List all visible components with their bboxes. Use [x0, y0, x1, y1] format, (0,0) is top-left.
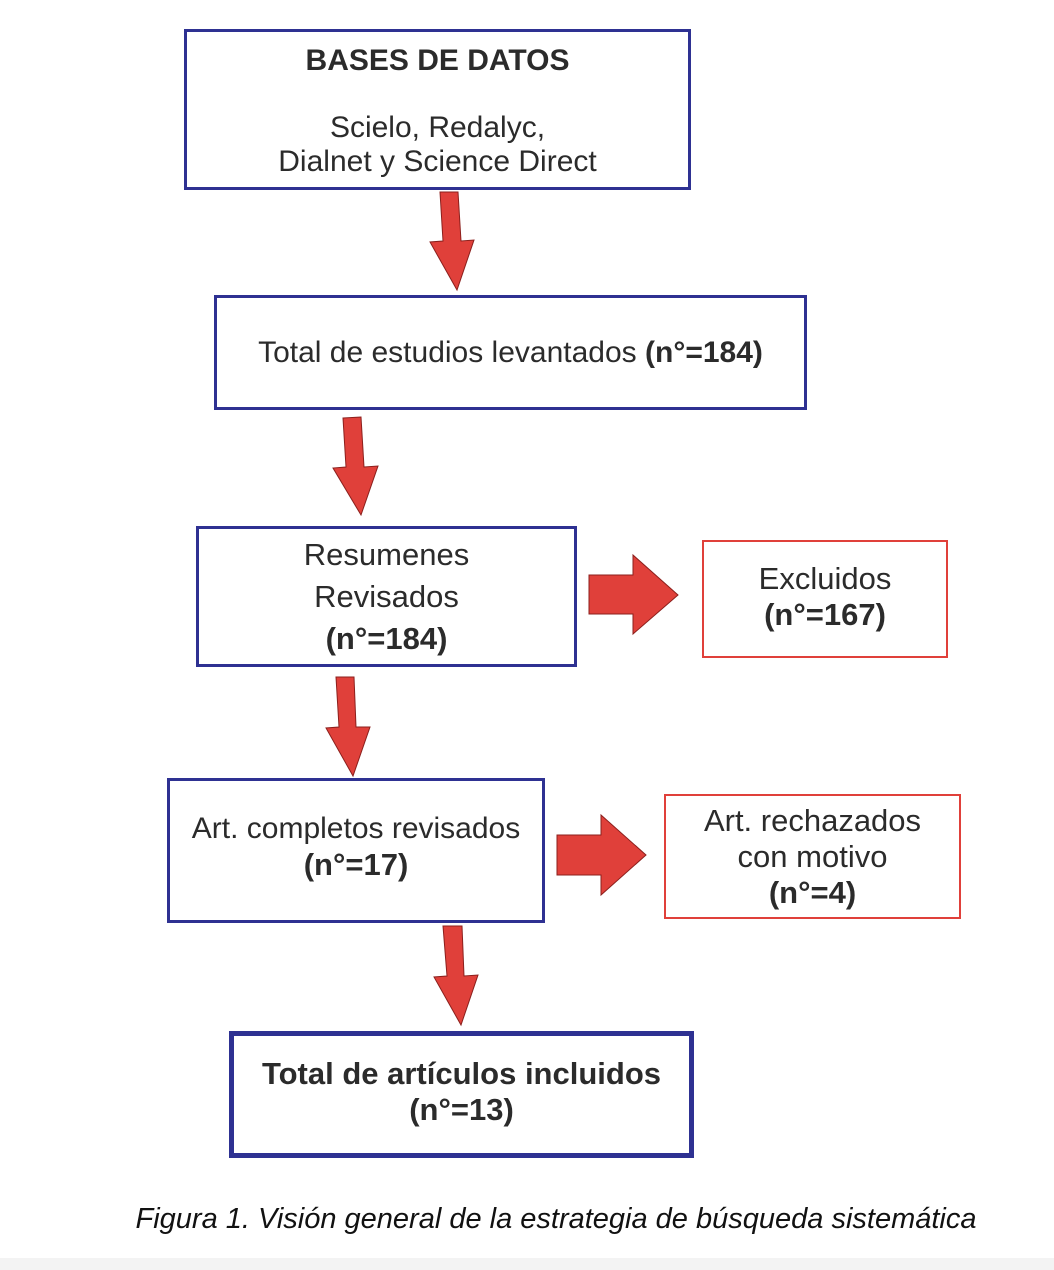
- arrow-down-resumenes-to-completos: [325, 676, 371, 778]
- arrow-down-total-to-resumenes: [332, 416, 379, 517]
- resumenes-line1: Resumenes: [303, 536, 470, 572]
- bases-de-datos-box: BASES DE DATOS Scielo, Redalyc, Dialnet …: [184, 29, 691, 190]
- figure-caption: Figura 1. Visión general de la estrategi…: [135, 1203, 977, 1235]
- art-rechazados-line2: con motivo: [737, 838, 888, 874]
- bases-title: BASES DE DATOS: [305, 44, 570, 77]
- bases-line1: Scielo, Redalyc,: [329, 111, 546, 144]
- total-estudios-text: Total de estudios levantados (n°=184): [258, 335, 763, 371]
- art-rechazados-box: Art. rechazados con motivo (n°=4): [664, 794, 961, 919]
- arrow-right-completos-to-rechazados: [556, 813, 647, 897]
- excluidos-box: Excluidos (n°=167): [702, 540, 948, 658]
- bottom-strip: [0, 1258, 1054, 1270]
- bases-line2: Dialnet y Science Direct: [278, 145, 597, 178]
- art-rechazados-line1: Art. rechazados: [703, 802, 922, 838]
- art-completos-count: (n°=17): [303, 847, 409, 882]
- total-incluidos-count: (n°=13): [409, 1092, 514, 1127]
- total-incluidos-line1: Total de artículos incluidos: [261, 1056, 662, 1091]
- excluidos-line1: Excluidos: [758, 561, 892, 596]
- total-estudios-count: (n°=184): [645, 335, 763, 369]
- arrow-down-bases-to-total: [429, 191, 475, 292]
- total-estudios-box: Total de estudios levantados (n°=184): [214, 295, 807, 410]
- arrow-down-completos-to-incluidos: [433, 925, 479, 1027]
- resumenes-line2: Revisados: [314, 578, 459, 614]
- resumenes-box: Resumenes Revisados (n°=184): [196, 526, 577, 667]
- art-rechazados-count: (n°=4): [768, 874, 857, 910]
- art-completos-box: Art. completos revisados (n°=17): [167, 778, 545, 923]
- art-completos-line1: Art. completos revisados: [191, 812, 521, 845]
- resumenes-count: (n°=184): [325, 620, 448, 656]
- arrow-right-resumenes-to-excluidos: [588, 553, 679, 636]
- excluidos-count: (n°=167): [764, 597, 886, 632]
- total-incluidos-box: Total de artículos incluidos (n°=13): [229, 1031, 694, 1158]
- total-estudios-label: Total de estudios levantados: [258, 335, 646, 369]
